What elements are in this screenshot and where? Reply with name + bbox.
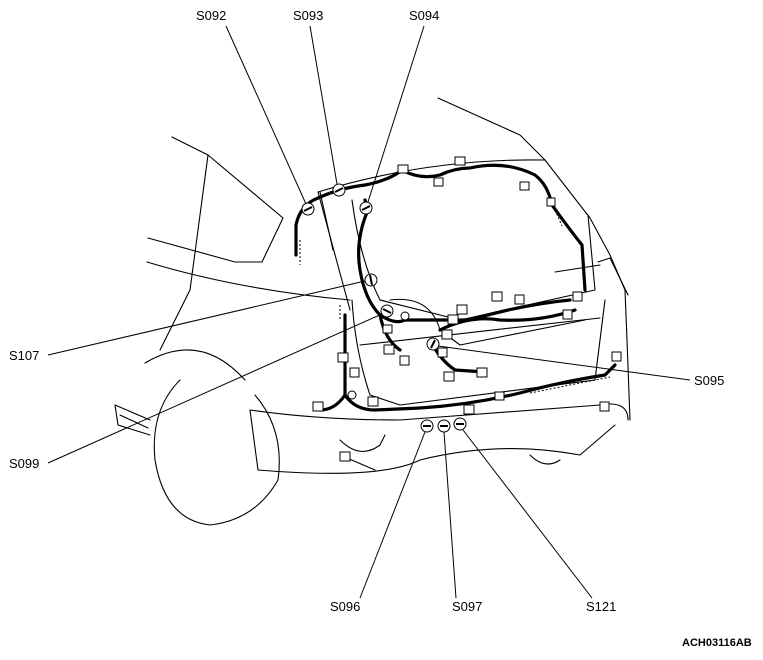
leader-s092 bbox=[225, 25, 307, 205]
label-s093: S093 bbox=[293, 8, 324, 23]
label-s095: S095 bbox=[694, 373, 725, 388]
splice-s096 bbox=[420, 419, 434, 433]
leader-lines bbox=[47, 25, 691, 599]
leader-s121 bbox=[462, 429, 593, 599]
splice-s092 bbox=[301, 202, 315, 216]
leader-s099 bbox=[47, 313, 383, 464]
splice-s093 bbox=[332, 183, 346, 197]
leader-s097 bbox=[443, 431, 457, 599]
splice-s094 bbox=[359, 201, 373, 215]
splice-points bbox=[301, 183, 467, 433]
label-s092: S092 bbox=[196, 8, 227, 23]
label-s121: S121 bbox=[586, 599, 617, 614]
leader-s093 bbox=[309, 25, 338, 185]
splice-s097 bbox=[437, 419, 451, 433]
leader-s107 bbox=[47, 280, 366, 356]
leader-s096 bbox=[359, 431, 426, 599]
leader-s095 bbox=[437, 345, 691, 381]
label-s107: S107 bbox=[9, 348, 40, 363]
splice-s095 bbox=[426, 337, 440, 351]
leader-s094 bbox=[367, 25, 425, 203]
label-s097: S097 bbox=[452, 599, 483, 614]
vehicle-body bbox=[114, 97, 631, 526]
label-s096: S096 bbox=[330, 599, 361, 614]
splice-s099 bbox=[380, 304, 394, 318]
label-s094: S094 bbox=[409, 8, 440, 23]
splice-s121 bbox=[453, 417, 467, 431]
connectors bbox=[312, 156, 622, 462]
splice-s107 bbox=[364, 273, 378, 287]
label-s099: S099 bbox=[9, 456, 40, 471]
figure-code: ACH03116AB bbox=[682, 637, 752, 649]
